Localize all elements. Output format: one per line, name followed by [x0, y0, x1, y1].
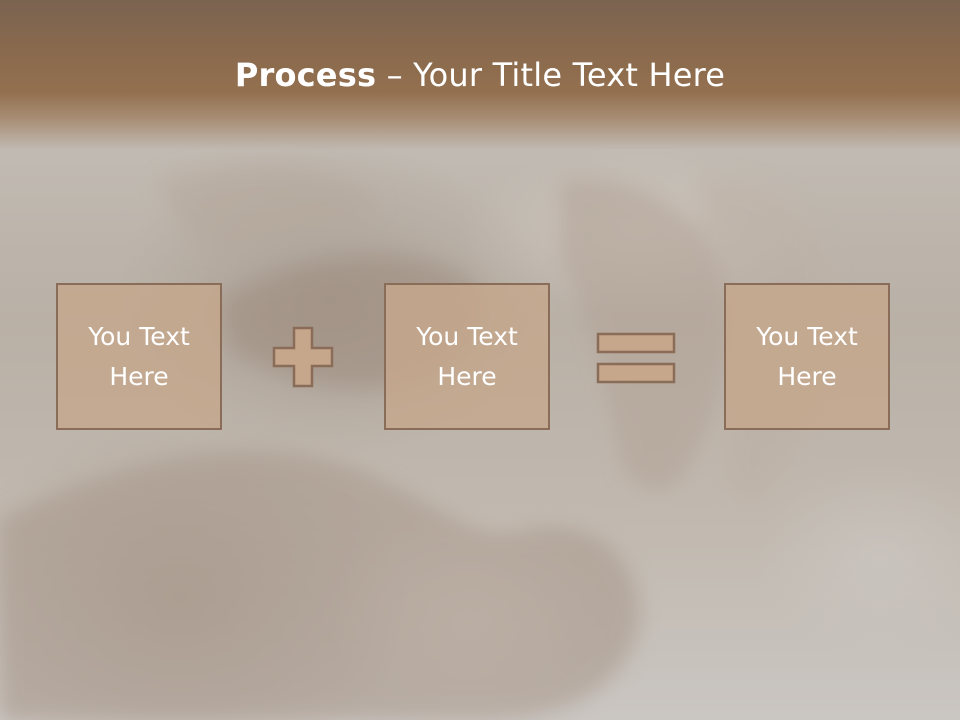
- process-box-2[interactable]: You Text Here: [384, 283, 550, 430]
- process-box-2-text: You Text Here: [416, 321, 518, 391]
- equals-icon: [596, 332, 676, 384]
- title-rest: – Your Title Text Here: [376, 56, 726, 94]
- plus-icon: [272, 326, 334, 388]
- process-box-3[interactable]: You Text Here: [724, 283, 890, 430]
- title-bold: Process: [234, 56, 377, 94]
- process-box-1-text: You Text Here: [88, 321, 190, 391]
- process-box-3-text: You Text Here: [756, 321, 858, 391]
- process-box-1[interactable]: You Text Here: [56, 283, 222, 430]
- header-band: [0, 0, 960, 150]
- slide-title: Process – Your Title Text Here: [0, 54, 960, 96]
